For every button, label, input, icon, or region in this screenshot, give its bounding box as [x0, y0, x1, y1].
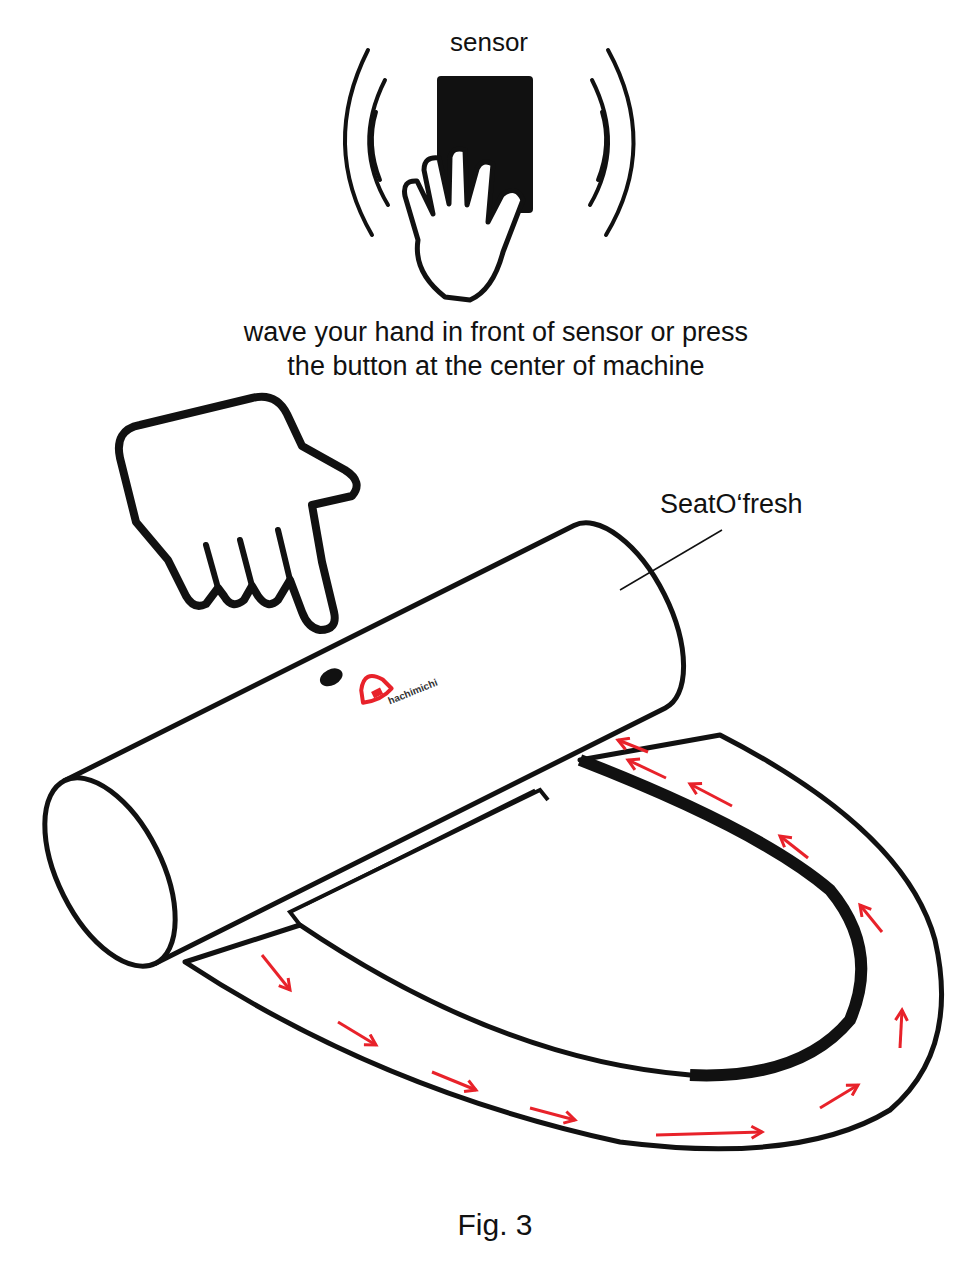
leader-line: [620, 530, 722, 590]
hand-icon: [405, 149, 524, 300]
pointing-hand: [119, 397, 357, 630]
figure-caption: Fig. 3: [400, 1206, 590, 1244]
instruction-note: wave your hand in front of sensor or pre…: [236, 316, 756, 384]
part-name: SeatO‘fresh: [660, 488, 860, 522]
part-name: sensor: [389, 26, 589, 59]
seatofresh-machine: [18, 503, 710, 986]
